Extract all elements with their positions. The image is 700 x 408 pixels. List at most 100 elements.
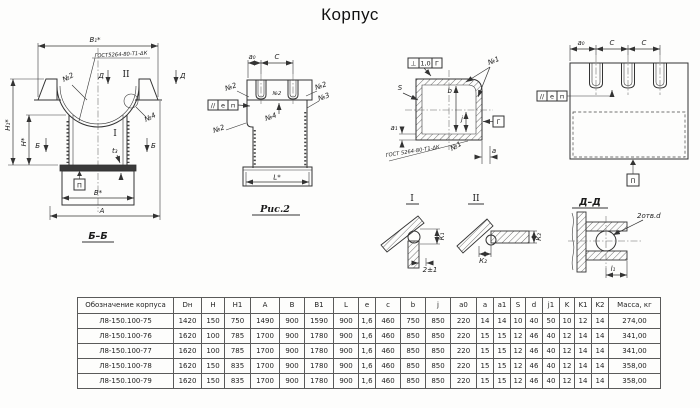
table-cell: 12 <box>510 328 526 344</box>
table-header-cell: Dн <box>173 297 202 314</box>
weld-mark-n3: №3 <box>316 91 331 103</box>
table-cell: 1700 <box>250 358 280 374</box>
weld-detail-i: К₁ 2±1 <box>380 215 446 274</box>
table-cell: 12 <box>510 358 526 374</box>
page-title: Корпус <box>321 5 379 24</box>
tolerance-frame-perpendicular: ⊥ 1,0 Г <box>407 57 443 77</box>
table-header-cell: d <box>525 297 543 314</box>
datum-flag-g: Г <box>497 118 501 126</box>
dim-label-a0: а₀ <box>577 39 584 47</box>
dim-label-k2: К₂ <box>479 257 487 265</box>
weld-mark-n2-bottom: №2 <box>211 123 226 135</box>
dim-label-l: L* <box>273 174 281 182</box>
dim-label-a: а <box>492 147 496 155</box>
table-cell: 12 <box>559 343 575 359</box>
table-cell: 15 <box>476 373 494 389</box>
table-cell: 900 <box>333 343 359 359</box>
table-cell: 785 <box>224 343 251 359</box>
table-header-cell: a1 <box>493 297 511 314</box>
table-cell: 900 <box>333 313 359 329</box>
table-cell: 900 <box>333 373 359 389</box>
table-cell: Л8-150.100-77 <box>77 343 174 359</box>
dim-label-k1: К₁ <box>438 232 446 240</box>
table-cell: 900 <box>279 343 305 359</box>
table-cell: 150 <box>201 313 225 329</box>
table-cell: 220 <box>450 343 477 359</box>
table-cell: 10 <box>559 313 575 329</box>
tolerance-frame-parallel: // е п <box>207 99 251 111</box>
table-cell: 1590 <box>304 313 334 329</box>
surface-flag-p: П <box>631 177 636 185</box>
table-cell: 341,00 <box>608 343 661 359</box>
table-cell: Л8-150.100-78 <box>77 358 174 374</box>
table-header-cell: K1 <box>574 297 592 314</box>
table-cell: 358,00 <box>608 373 661 389</box>
table-cell: 15 <box>476 358 494 374</box>
table-cell: 150 <box>201 358 225 374</box>
table-cell: 14 <box>591 373 609 389</box>
table-cell: 1,6 <box>358 358 376 374</box>
table-header-cell: c <box>375 297 401 314</box>
weld-mark-n2-center: №2 <box>272 91 282 97</box>
weld-mark-n1-diag: №1 <box>448 140 463 153</box>
tolerance-symbol: // <box>211 102 216 110</box>
table-header-cell: a0 <box>450 297 477 314</box>
holes-callout: 2отв.d <box>637 212 661 220</box>
weld-mark-n2-left: №2 <box>223 81 238 93</box>
table-cell: 46 <box>525 328 543 344</box>
table-cell: 274,00 <box>608 313 661 329</box>
tolerance-value: е <box>550 93 554 101</box>
table-cell: 460 <box>375 328 401 344</box>
dim-label-s: S <box>398 84 403 92</box>
section-label-ii: II <box>472 194 480 204</box>
table-header-cell: K2 <box>591 297 609 314</box>
table-cell: 900 <box>279 373 305 389</box>
table-header-cell: Масса, кг <box>608 297 661 314</box>
table-cell: 14 <box>574 373 592 389</box>
table-cell: 460 <box>375 373 401 389</box>
tolerance-symbol: // <box>540 93 545 101</box>
table-cell: 220 <box>450 328 477 344</box>
table-header-cell: a <box>476 297 494 314</box>
table-cell: 150 <box>201 373 225 389</box>
table-cell: 1780 <box>304 373 334 389</box>
table-header-cell: j <box>425 297 451 314</box>
table-cell: 1700 <box>250 373 280 389</box>
table-header-cell: A <box>250 297 280 314</box>
dim-label-h1: Н₁* <box>4 119 12 131</box>
table-cell: 900 <box>279 328 305 344</box>
dim-label-c: С <box>275 53 280 61</box>
tolerance-frame-parallel: // е п <box>536 90 615 102</box>
dim-label-h: Н* <box>20 137 28 146</box>
tolerance-value: 1,0 <box>420 60 430 68</box>
weld-spec-gost: ГОСТ5264-80-Т1-ΔК <box>94 51 147 60</box>
table-cell: 15 <box>493 343 511 359</box>
table-cell: 100 <box>201 343 225 359</box>
table-cell: 1,6 <box>358 343 376 359</box>
table-cell: 900 <box>279 313 305 329</box>
detail-dd: 2отв.d l₁ <box>568 211 661 278</box>
table-cell: 46 <box>525 373 543 389</box>
table-cell: 850 <box>425 328 451 344</box>
table-cell: 12 <box>510 343 526 359</box>
table-cell: 12 <box>559 328 575 344</box>
dim-label-b1: В₁* <box>89 36 101 44</box>
weld-mark-n4: №4 <box>263 111 278 123</box>
weld-mark-n2-right: №2 <box>313 80 328 92</box>
table-cell: 40 <box>542 373 560 389</box>
table-cell: 14 <box>591 343 609 359</box>
table-header-cell: b <box>400 297 426 314</box>
table-cell: 40 <box>542 343 560 359</box>
table-cell: 14 <box>591 358 609 374</box>
section-mark-b-left: Б <box>35 142 40 150</box>
table-header-cell: S <box>510 297 526 314</box>
tolerance-datum: п <box>560 93 564 101</box>
table-header-cell: L <box>333 297 359 314</box>
table-cell: 15 <box>493 373 511 389</box>
